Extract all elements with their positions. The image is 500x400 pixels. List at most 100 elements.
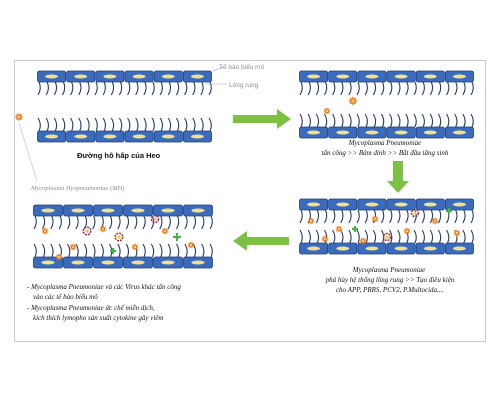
panel1-bottom-nucleus — [74, 134, 88, 139]
panel2-bottom-nucleus — [394, 130, 408, 135]
panel1-top-nucleus — [74, 74, 88, 79]
panel1-bottom-cilium — [127, 117, 131, 132]
panel1-bottom-cilium — [86, 117, 90, 132]
panel1-bottom-cilium — [192, 117, 196, 132]
panel3-bottom-nucleus — [394, 246, 408, 251]
panel3-green-particle — [352, 226, 358, 232]
panel4-top-cilium — [58, 215, 62, 230]
label-cilia: Lông rung — [229, 82, 259, 89]
panel4-bottom-cilium — [176, 243, 180, 258]
panel1-top-cilium — [143, 81, 147, 96]
panel4-virus-purple-core — [85, 229, 89, 233]
panel4-bottom-cilium — [201, 243, 205, 258]
panel2-mycoplasma-particle-core — [351, 99, 355, 103]
panel3-virus-red-core — [385, 235, 389, 239]
panel4-top-cilium — [167, 215, 171, 230]
panel3-bottom-cilium — [315, 229, 320, 244]
panel3-bottom-cilium — [437, 229, 442, 244]
panel4-top-cilium — [159, 215, 163, 230]
panel4-bottom-nucleus — [41, 260, 55, 265]
panel1-bottom-cilium — [78, 117, 82, 132]
panel1-bottom-cilium — [53, 117, 58, 132]
panel4-bottom-cilium — [67, 243, 71, 258]
panel2-top-cilium — [356, 81, 360, 96]
panel2-top-cilium — [462, 81, 466, 96]
panel4-bottom-cilium — [142, 243, 146, 258]
panel3-top-nucleus — [336, 202, 350, 207]
panel2-top-cilium — [470, 81, 474, 96]
panel1-top-nucleus — [191, 74, 204, 79]
diagram-frame: Tế bào biểu mô Lông rung Đường hô hấp củ… — [14, 60, 486, 342]
panel1-bottom-cilium — [200, 117, 204, 132]
panel4-virus-purple — [82, 226, 92, 236]
panel4-bottom-nucleus — [131, 260, 145, 265]
panel4-virus-purple-2 — [150, 214, 160, 224]
panel4-top-cilium — [41, 215, 46, 230]
panel1-top-cilium — [110, 81, 115, 96]
panel4-note-2b: kích thích lymopho sản xuất cytokine gây… — [33, 314, 164, 322]
panel2-bottom-cilium — [405, 113, 409, 128]
panel2-bottom-cilium — [340, 113, 344, 128]
panel3-bottom-cilium — [299, 229, 303, 244]
panel4-top-cilium — [108, 215, 113, 230]
panel3-bottom-cilium — [356, 229, 360, 244]
panel4-top-cilium — [201, 215, 205, 230]
panel2-top-cilium — [446, 81, 450, 96]
panel1-top-nucleus — [132, 74, 146, 79]
panel2-bottom-cilium — [372, 113, 377, 128]
panel2-top-cilium — [340, 81, 344, 96]
panel4-mycoplasma-particle-2-core — [101, 227, 105, 231]
panel3-bottom-cilium — [372, 229, 377, 244]
panel4-top-nucleus — [161, 208, 175, 213]
panel1-top-cilium — [53, 81, 58, 96]
panel2-bottom-nucleus — [365, 130, 379, 135]
panel3-top-nucleus — [423, 202, 437, 207]
panel4-virus-purple-2-core — [153, 217, 157, 221]
panel3-bottom-nucleus — [365, 246, 379, 251]
panel3-top-cilium — [397, 209, 401, 224]
panel3-bottom-cilium — [348, 229, 352, 244]
panel2-top-nucleus — [365, 74, 379, 79]
panel2-description: tấn công >> Bám dính >> Bắt đầu tăng sin… — [321, 149, 449, 157]
panel4-mycoplasma-particle-0-core — [43, 229, 47, 233]
panel2-mycoplasma-particle-2-core — [325, 109, 329, 113]
panel3-top-cilium — [364, 209, 368, 224]
panel4-bottom-cilium — [100, 243, 104, 258]
panel1-bottom-cilium — [175, 117, 180, 132]
panel3-bottom-nucleus — [453, 246, 466, 251]
panel4-mycoplasma-particle-3-core — [133, 245, 137, 249]
panel2-top-cilium — [429, 81, 434, 96]
panel4-mycoplasma-particle-1-core — [71, 245, 75, 249]
panel3-bottom-cilium — [364, 229, 368, 244]
panel3-bottom-cilium — [421, 229, 425, 244]
panel2-top-cilium — [364, 81, 368, 96]
panel1-top-cilium — [192, 81, 196, 96]
panel2-top-nucleus — [336, 74, 350, 79]
panel1-top-cilium — [151, 81, 155, 96]
panel2-bottom-cilium — [380, 113, 385, 128]
panel2-top-cilium — [454, 81, 458, 96]
panel2-bottom-cilium — [437, 113, 442, 128]
panel3-bottom-cilium — [470, 229, 474, 244]
panel1-top-cilium — [102, 81, 106, 96]
panel1-bottom-cilium — [151, 117, 155, 132]
panel2-bottom-cilium — [397, 113, 401, 128]
panel2-bottom-cilium — [323, 113, 328, 128]
panel4-top-nucleus — [41, 208, 55, 213]
panel1-top-cilium — [37, 81, 41, 96]
panel3-top-cilium — [462, 209, 466, 224]
panel3-bottom-nucleus — [423, 246, 437, 251]
panel4-bottom-nucleus — [101, 260, 115, 265]
arrow-left — [233, 231, 289, 251]
panel3-bottom-nucleus — [307, 246, 321, 251]
panel3-top-cilium — [405, 209, 409, 224]
panel2-bottom-nucleus — [423, 130, 437, 135]
panel1-top-cilium — [135, 81, 139, 96]
panel2-bottom-nucleus — [453, 130, 466, 135]
panel1-mycoplasma-particle-core — [17, 115, 21, 119]
panel1-bottom-nucleus — [45, 134, 58, 139]
panel1-bottom-cilium — [208, 117, 212, 132]
panel3-mycoplasma-particle-1-core — [337, 227, 341, 231]
panel2-top-cilium — [437, 81, 442, 96]
panel4-bottom-cilium — [167, 243, 171, 258]
